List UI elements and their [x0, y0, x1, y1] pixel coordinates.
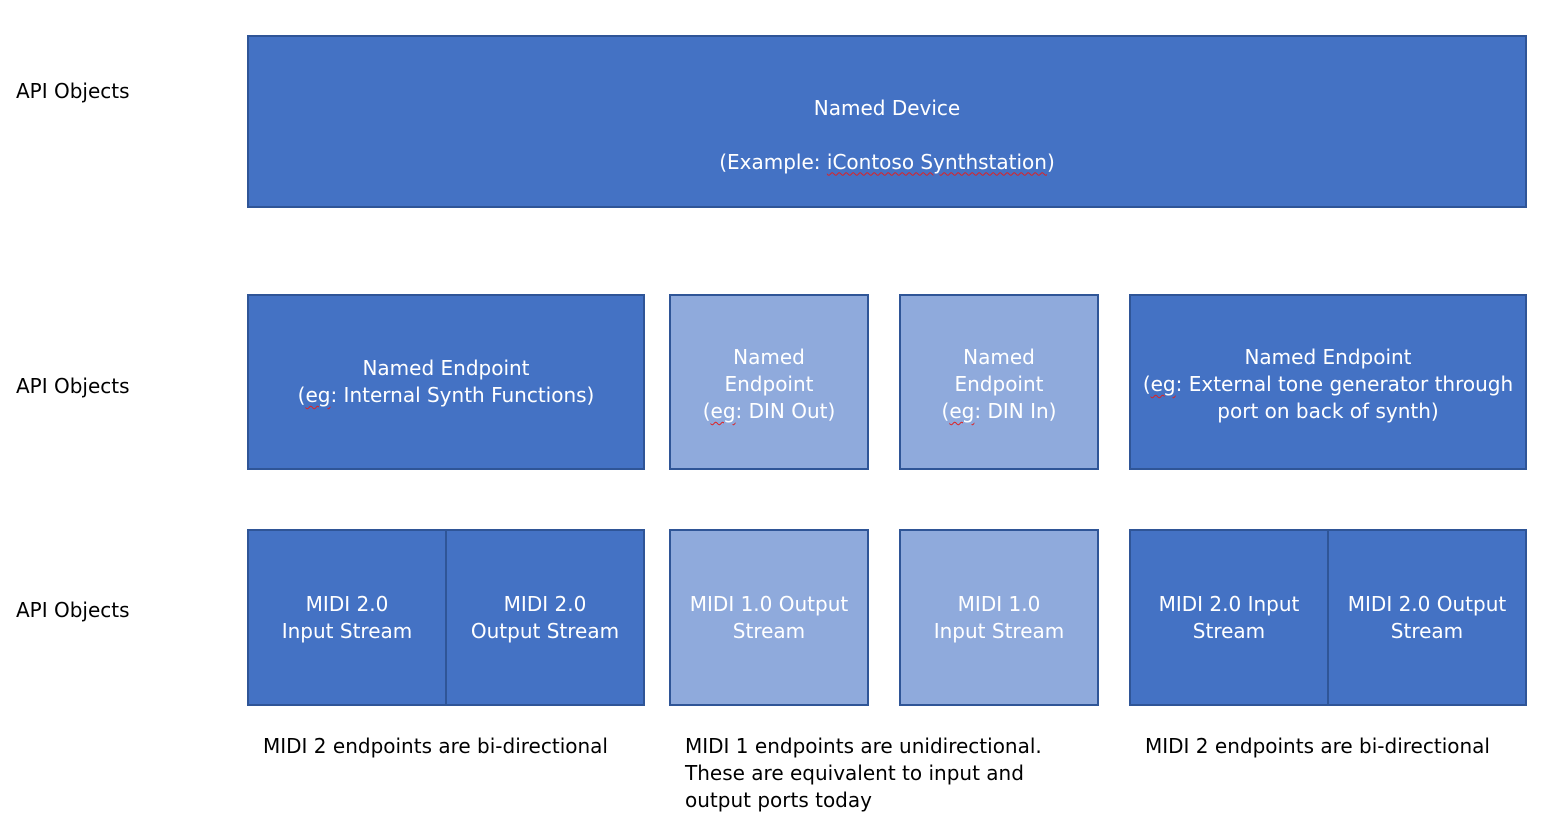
row-label-device: API Objects	[16, 79, 130, 103]
named-device-example-prefix: (Example:	[719, 149, 827, 174]
endpoint-din-out-desc: : DIN Out)	[735, 399, 836, 423]
endpoint-internal-desc: : Internal Synth Functions)	[330, 383, 595, 407]
endpoint-din-out-box: Named Endpoint (eg: DIN Out)	[669, 294, 869, 470]
endpoint-internal-eg: eg	[305, 383, 331, 407]
endpoint-din-in-desc: : DIN In)	[974, 399, 1057, 423]
endpoint-din-in-eg: eg	[949, 399, 975, 423]
stream-midi2-input-right: MIDI 2.0 Input Stream	[1129, 529, 1329, 706]
endpoint-din-in-title-1: Named	[963, 345, 1035, 369]
endpoint-external-desc: : External tone generator through	[1175, 372, 1514, 396]
named-device-box: Named Device (Example: iContoso Synthsta…	[247, 35, 1527, 208]
stream-midi2-output-left: MIDI 2.0 Output Stream	[445, 529, 645, 706]
endpoint-external-desc-2: port on back of synth)	[1217, 399, 1439, 423]
stream-midi2-output-left-label: MIDI 2.0 Output Stream	[470, 591, 620, 643]
stream-midi2-input-left: MIDI 2.0 Input Stream	[247, 529, 447, 706]
stream-midi2-output-right: MIDI 2.0 Output Stream	[1327, 529, 1527, 706]
endpoint-external-title: Named Endpoint	[1244, 345, 1412, 369]
stream-midi2-input-left-label: MIDI 2.0 Input Stream	[281, 591, 413, 643]
named-device-title: Named Device	[813, 95, 961, 120]
endpoint-external-box: Named Endpoint (eg: External tone genera…	[1129, 294, 1527, 470]
endpoint-internal-title: Named Endpoint	[362, 356, 530, 380]
row-label-endpoints: API Objects	[16, 374, 130, 398]
stream-midi1-output-label: MIDI 1.0 Output Stream	[689, 591, 849, 643]
endpoint-din-out-title-2: Endpoint	[724, 372, 814, 396]
stream-midi2-output-right-label: MIDI 2.0 Output Stream	[1347, 591, 1507, 643]
endpoint-din-out-title-1: Named	[733, 345, 805, 369]
named-device-example-name: iContoso Synthstation	[826, 149, 1047, 174]
note-midi2-right: MIDI 2 endpoints are bi-directional	[1145, 734, 1490, 758]
named-device-example-suffix: )	[1046, 149, 1055, 174]
endpoint-din-in-title-2: Endpoint	[954, 372, 1044, 396]
stream-midi1-input: MIDI 1.0 Input Stream	[899, 529, 1099, 706]
endpoint-din-in-box: Named Endpoint (eg: DIN In)	[899, 294, 1099, 470]
endpoint-internal-box: Named Endpoint (eg: Internal Synth Funct…	[247, 294, 645, 470]
stream-midi1-input-label: MIDI 1.0 Input Stream	[933, 591, 1065, 643]
endpoint-din-out-eg: eg	[710, 399, 736, 423]
stream-midi2-input-right-label: MIDI 2.0 Input Stream	[1158, 591, 1300, 643]
note-midi2-left: MIDI 2 endpoints are bi-directional	[263, 734, 608, 758]
row-label-streams: API Objects	[16, 598, 130, 622]
endpoint-external-eg: eg	[1150, 372, 1176, 396]
stream-midi1-output: MIDI 1.0 Output Stream	[669, 529, 869, 706]
note-midi1-middle: MIDI 1 endpoints are unidirectional. The…	[685, 734, 1042, 812]
